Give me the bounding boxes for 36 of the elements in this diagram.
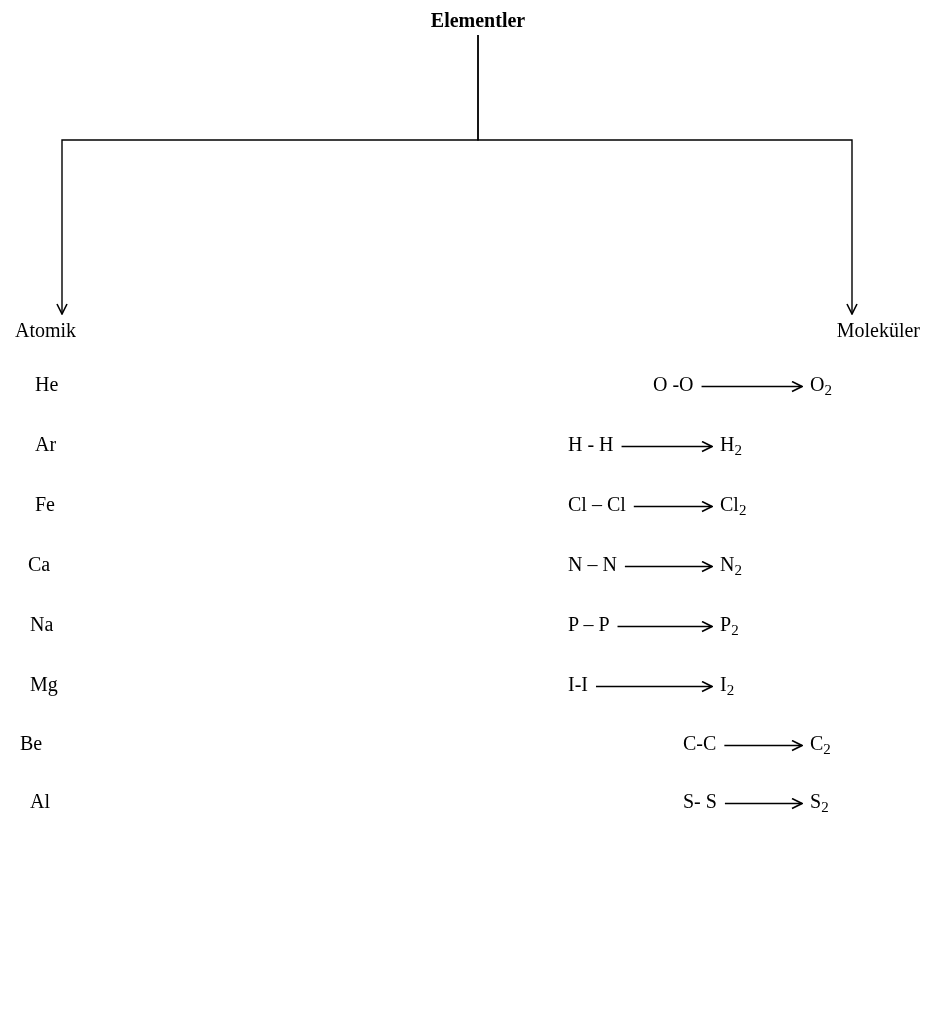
formula-text: I$_{2}$ xyxy=(720,672,735,697)
element-symbol: Be xyxy=(20,731,43,756)
element-symbol: He xyxy=(35,372,59,397)
formula-text: O -O xyxy=(653,372,694,397)
formula-text: N$_{2}$ xyxy=(720,552,742,577)
root-heading: Elementler xyxy=(430,8,526,33)
element-symbol: Na xyxy=(30,612,54,637)
formula-text: P – P xyxy=(568,612,610,637)
arrow xyxy=(595,680,713,693)
formula-text: H - H xyxy=(568,432,614,457)
arrow xyxy=(624,560,713,573)
category-label: Moleküler xyxy=(836,318,920,343)
arrow xyxy=(700,380,803,393)
element-symbol: Al xyxy=(30,789,50,814)
arrow xyxy=(633,500,713,513)
formula-text: N – N xyxy=(568,552,617,577)
arrow xyxy=(477,34,858,315)
formula-text: O$_{2}$ xyxy=(810,372,832,397)
arrow xyxy=(620,440,713,453)
formula-text: I-I xyxy=(568,672,588,697)
arrow xyxy=(723,739,803,752)
formula-text: C$_{2}$ xyxy=(810,731,831,756)
category-label: Atomik xyxy=(15,318,77,343)
element-symbol: Mg xyxy=(30,672,58,697)
formula-text: H$_{2}$ xyxy=(720,432,742,457)
arrow xyxy=(724,797,803,810)
formula-text: Cl – Cl xyxy=(568,492,626,517)
element-symbol: Ca xyxy=(28,552,51,577)
arrow xyxy=(616,620,713,633)
formula-text: S- S xyxy=(683,789,717,814)
formula-text: Cl$_{2}$ xyxy=(720,492,747,517)
element-symbol: Fe xyxy=(35,492,55,517)
formula-text: S$_{2}$ xyxy=(810,789,829,814)
formula-text: C-C xyxy=(683,731,717,756)
element-symbol: Ar xyxy=(35,432,57,457)
formula-text: P$_{2}$ xyxy=(720,612,739,637)
